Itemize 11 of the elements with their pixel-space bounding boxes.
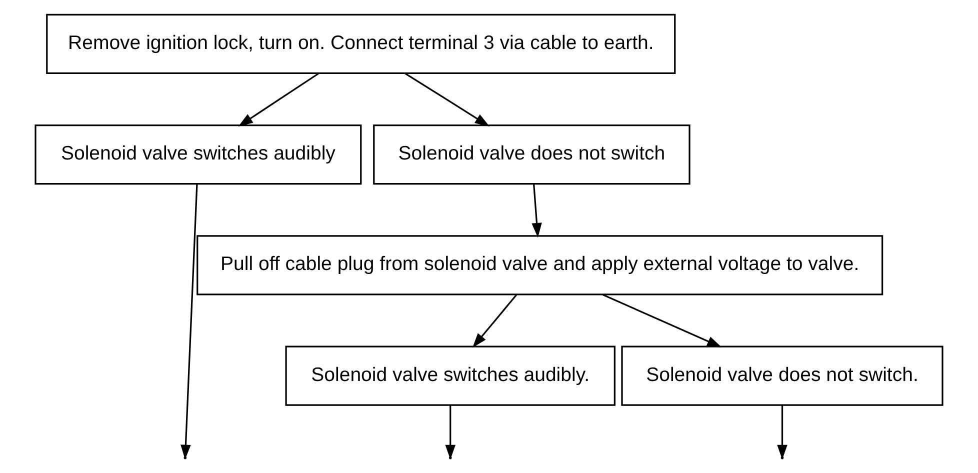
node-box: Remove ignition lock, turn on. Connect terminal 3 via cable to earth. [46, 14, 676, 74]
arrow [404, 72, 490, 126]
arrow [238, 72, 320, 127]
node-box: Solenoid valve does not switch [373, 124, 690, 185]
arrow [602, 294, 722, 348]
node-box: Solenoid valve switches audibly [34, 124, 362, 185]
node-box: Pull off cable plug from solenoid valve and apply external voltage to valve. [196, 235, 884, 296]
arrow [472, 294, 517, 348]
node-box: Solenoid valve switches audibly. [285, 346, 616, 406]
node-box: Solenoid valve does not switch. [621, 346, 944, 406]
arrow [532, 184, 542, 238]
